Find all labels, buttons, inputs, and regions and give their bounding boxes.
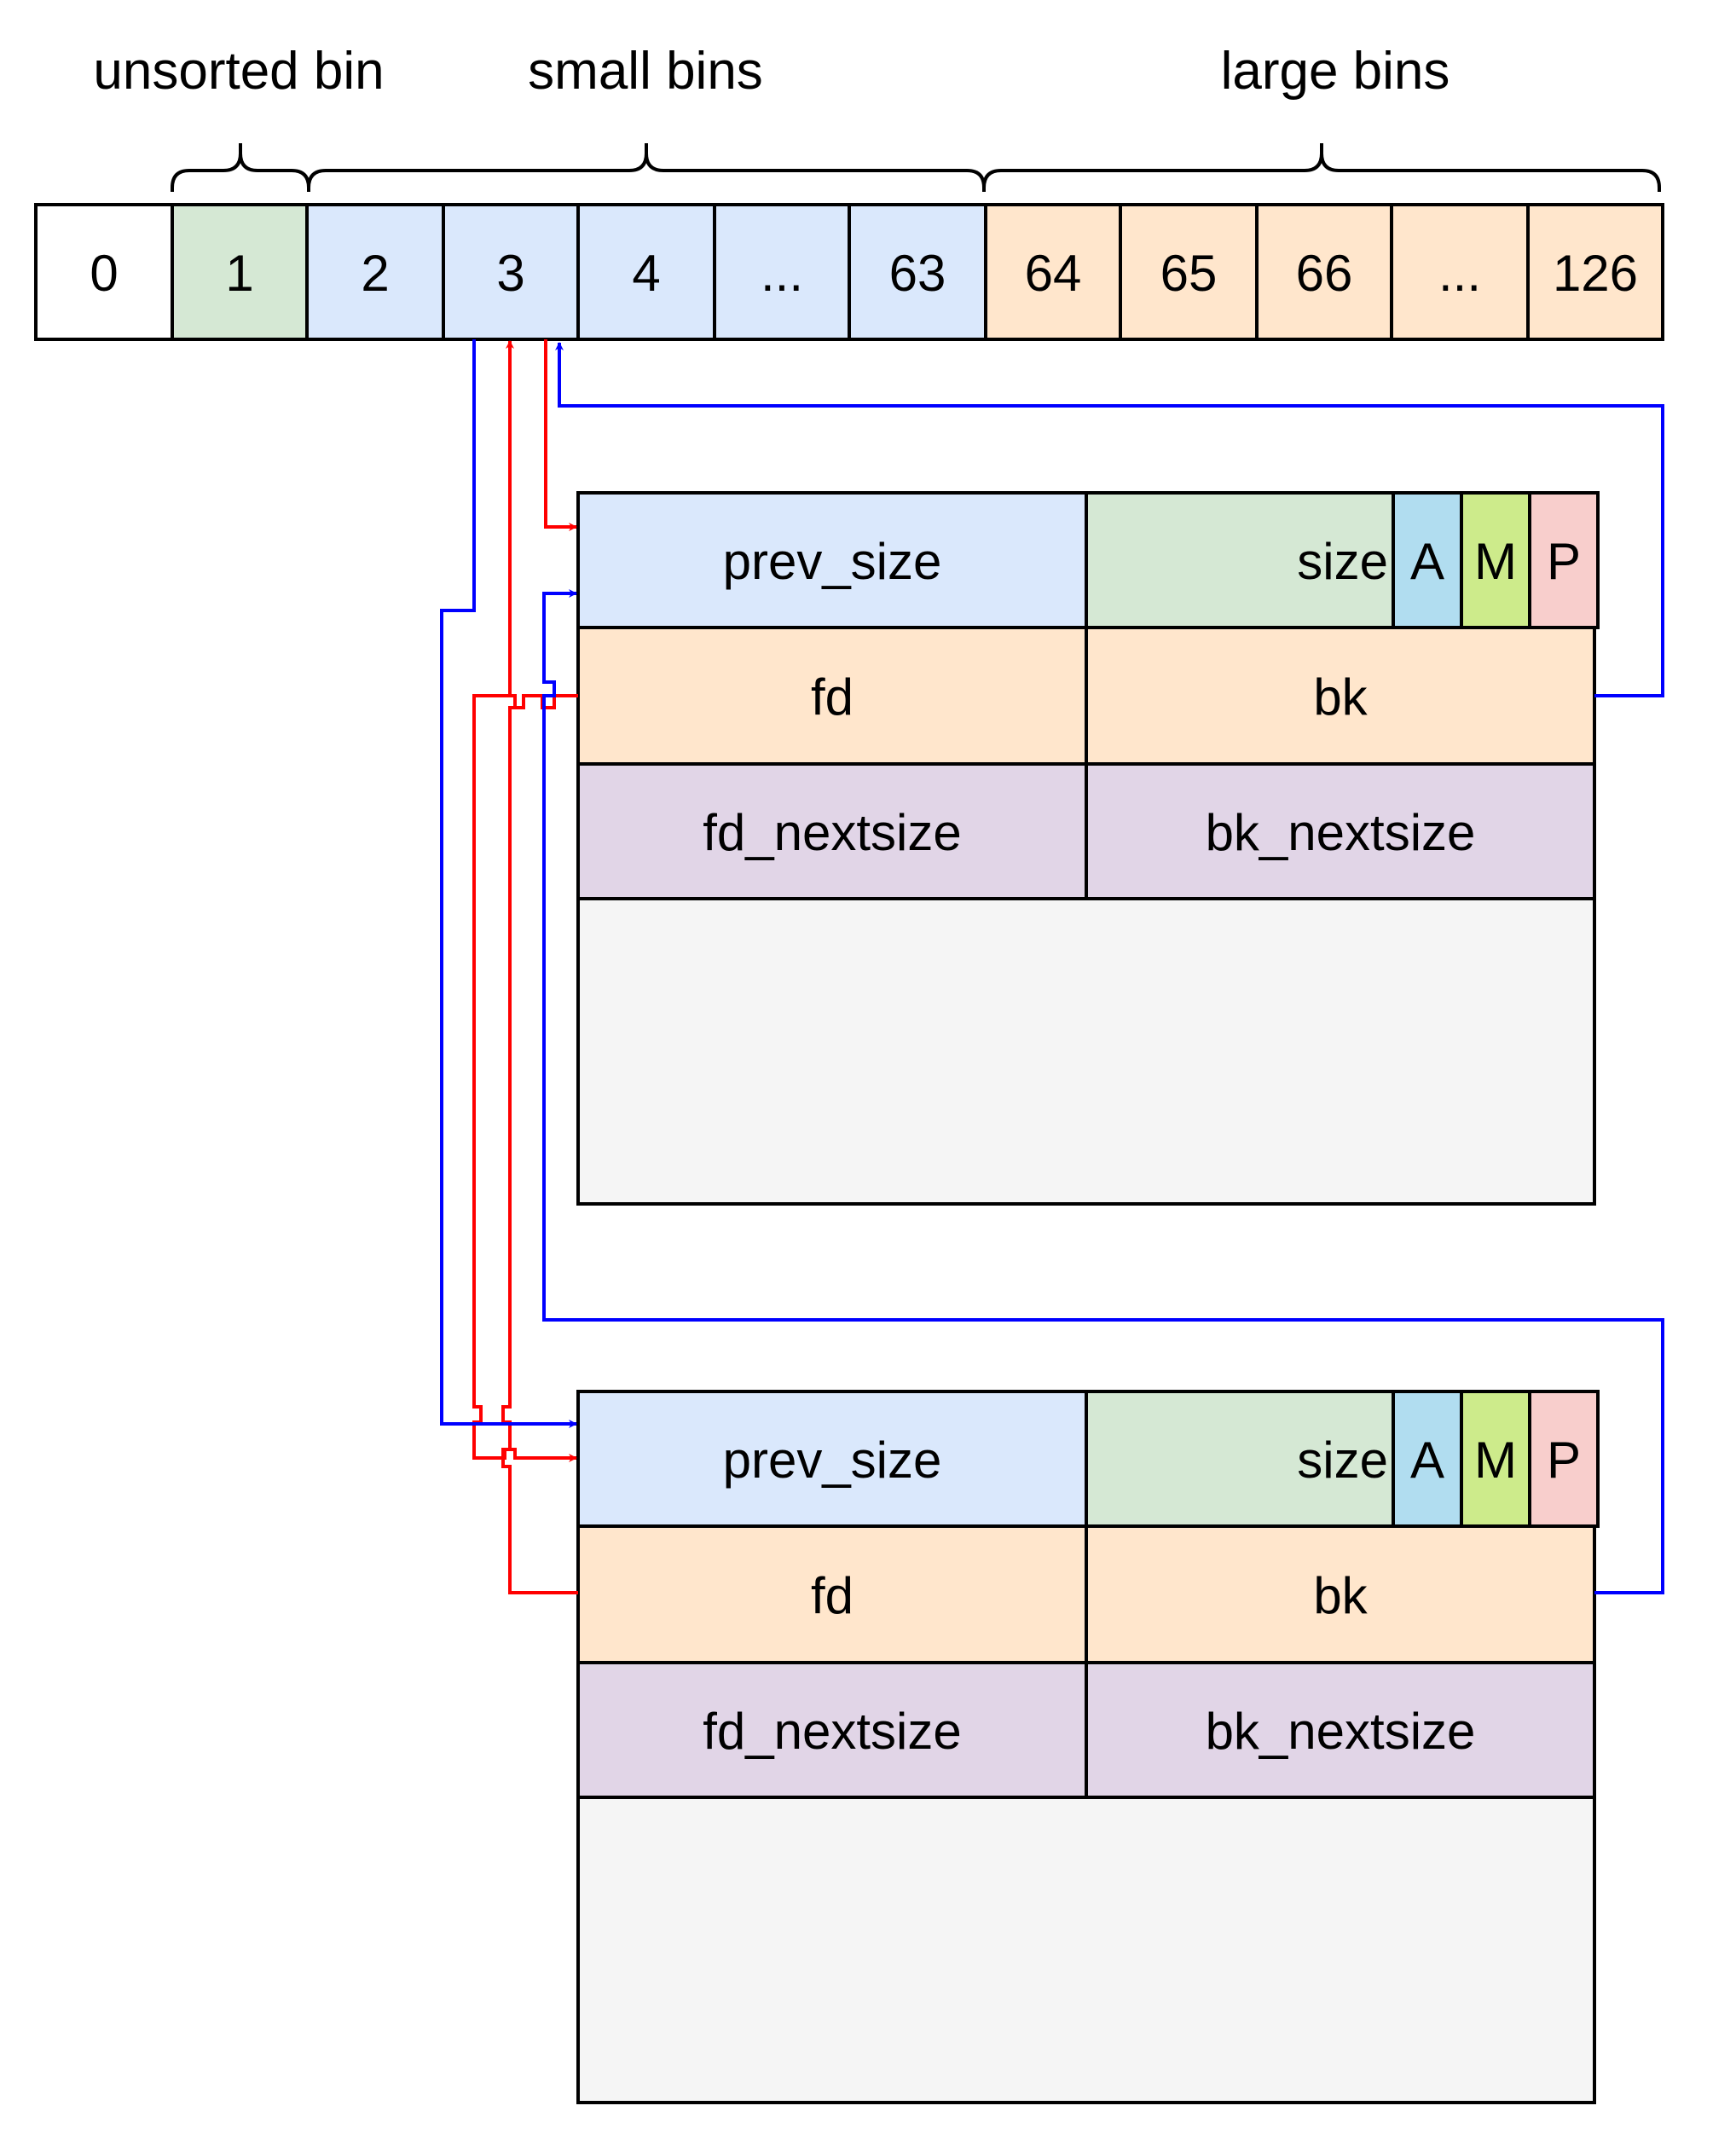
bk-label: bk [1313,668,1368,726]
chunk-1-prev-size-field[interactable]: prev_size [576,491,1088,629]
chunk-2-bk-nextsize-field[interactable]: bk_nextsize [1085,1661,1596,1799]
large-bins-label: large bins [1221,42,1450,101]
bin3-bk-to-chunk2 [440,339,577,1428]
fd-label: fd [811,668,854,726]
bin-cell-label: 66 [1296,245,1353,302]
bin-cell-65[interactable]: 65 [1119,203,1259,341]
bin-cell-64[interactable]: 64 [984,203,1122,341]
chunk-2-fd-field[interactable]: fd [576,1524,1088,1664]
bin-cell-0[interactable]: 0 [34,203,174,341]
bin-cell-126[interactable]: 126 [1526,203,1664,341]
chunk-1-bk-nextsize-field[interactable]: bk_nextsize [1085,762,1596,900]
bk-nextsize-label: bk_nextsize [1206,1703,1476,1760]
bin-cell-2[interactable]: 2 [305,203,445,341]
flag-a-label: A [1410,1432,1444,1489]
bin3-fd-to-chunk1 [544,339,577,531]
bin-cell-label: 64 [1025,245,1082,302]
chunk-2-flag-p[interactable]: P [1528,1390,1600,1528]
chunk-2-flag-m[interactable]: M [1460,1390,1531,1528]
size-label: size [1297,533,1388,590]
chunk-1-flag-p[interactable]: P [1528,491,1600,629]
flag-p-label: P [1547,533,1581,590]
fd-nextsize-label: fd_nextsize [703,804,962,861]
chunk-2-flag-a[interactable]: A [1392,1390,1463,1528]
chunk-2-prev-size-field[interactable]: prev_size [576,1390,1088,1528]
flag-a-label: A [1410,533,1444,590]
prev-size-label: prev_size [723,1432,942,1489]
bin-cell-label: ... [1438,245,1481,302]
unsorted-bin-label: unsorted bin [93,42,384,101]
prev-size-label: prev_size [723,533,942,590]
chunk-1-user-data [576,897,1596,1206]
bin-array: 0 1 2 3 4 ... 63 64 [34,203,1664,341]
chunk-2-size-field[interactable]: size [1085,1390,1395,1528]
bin-cell-63[interactable]: 63 [848,203,987,341]
bin-cell-label: ... [761,245,803,302]
chunk-2-fd-nextsize-field[interactable]: fd_nextsize [576,1661,1088,1799]
large-bins-brace [982,143,1661,192]
bin-cell-label: 4 [632,245,660,302]
chunk-1-flag-m[interactable]: M [1460,491,1531,629]
flag-m-label: M [1474,1432,1517,1489]
bin-cell-label: 3 [496,245,524,302]
fd-nextsize-label: fd_nextsize [703,1703,962,1760]
bin-cell-ellipsis-small[interactable]: ... [713,203,851,341]
bin-cell-label: 65 [1160,245,1218,302]
chunk-2: prev_size size A M P fd bk fd_nextsize [576,1390,1600,2104]
bin-cell-label: 1 [225,245,253,302]
bin-cell-label: 126 [1553,245,1638,302]
chunk-1-bk-field[interactable]: bk [1085,626,1596,766]
chunk2-fd-to-bin3 [501,340,578,1594]
chunk-2-user-data [576,1796,1596,2104]
bin-cell-label: 0 [90,245,118,302]
bin-cell-4[interactable]: 4 [576,203,716,341]
chunk-1-fd-field[interactable]: fd [576,626,1088,766]
bin-cell-66[interactable]: 66 [1255,203,1393,341]
bin-cell-label: 2 [361,245,389,302]
chunk1-bk-to-bin3 [555,342,1664,697]
small-bins-label: small bins [528,42,763,101]
chunk-1-fd-nextsize-field[interactable]: fd_nextsize [576,762,1088,900]
unsorted-bin-brace [171,143,310,192]
chunk-2-bk-field[interactable]: bk [1085,1524,1596,1664]
chunk-1-size-field[interactable]: size [1085,491,1395,629]
bin-cell-ellipsis-large[interactable]: ... [1390,203,1530,341]
bin-cell-label: 63 [889,245,946,302]
chunk-1-flag-a[interactable]: A [1392,491,1463,629]
bin-cell-1[interactable]: 1 [171,203,309,341]
chunk1-fd-to-chunk2 [472,694,578,1462]
size-label: size [1297,1432,1388,1489]
flag-m-label: M [1474,533,1517,590]
chunk-1: prev_size size A M P fd bk fd_nextsize [576,491,1600,1206]
bk-nextsize-label: bk_nextsize [1206,804,1476,861]
flag-p-label: P [1547,1432,1581,1489]
bk-label: bk [1313,1567,1368,1624]
chunk2-bk-to-chunk1 [542,589,1664,1594]
bin-cell-3[interactable]: 3 [442,203,580,341]
fd-label: fd [811,1567,854,1624]
small-bins-brace [307,143,986,192]
